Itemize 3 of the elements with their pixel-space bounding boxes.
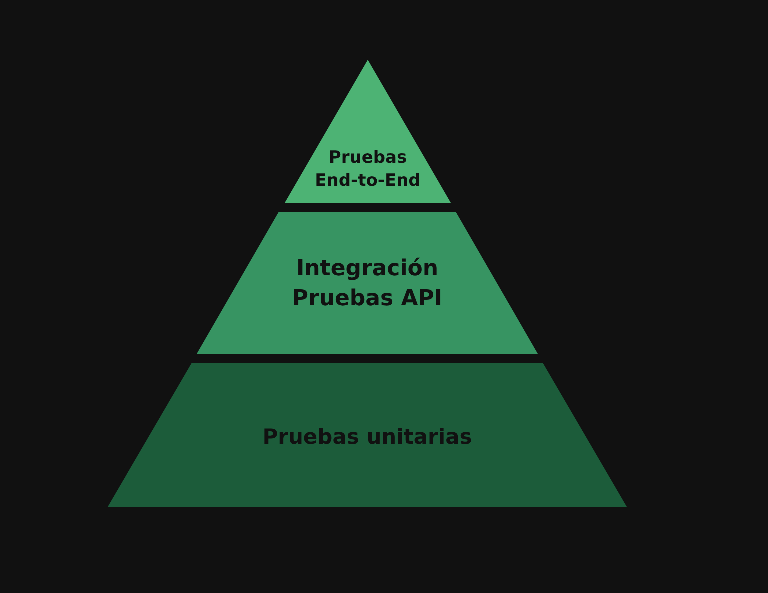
tier-label: Pruebas End-to-End (314, 147, 422, 193)
tier-label: Integración Pruebas API (291, 255, 444, 313)
tier-label: Pruebas unitarias (262, 424, 474, 451)
